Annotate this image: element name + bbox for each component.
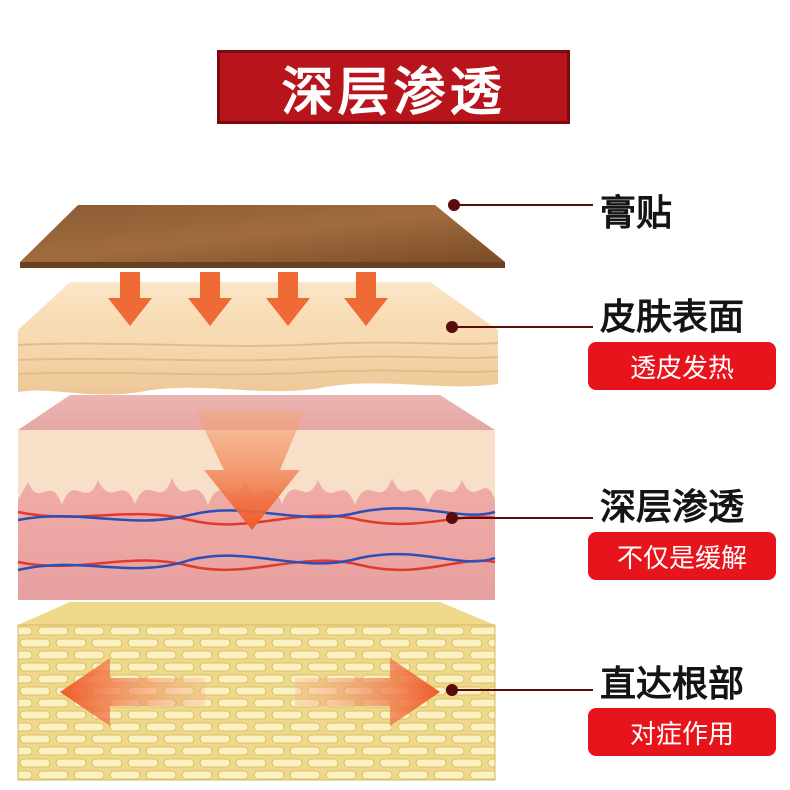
page-title: 深层渗透 — [281, 62, 506, 123]
title-banner: 深层渗透 — [217, 50, 570, 124]
layer-label-deep-penetration: 深层渗透 — [600, 487, 745, 528]
layer-tag-deep-penetration: 不仅是缓解 — [588, 532, 776, 580]
fat-layer — [17, 602, 496, 781]
down-arrow-icon — [188, 272, 232, 326]
down-arrow-icon — [108, 272, 152, 326]
plaster-layer — [20, 205, 505, 268]
layer-tag-root: 对症作用 — [588, 708, 776, 756]
big-down-arrow-icon — [195, 410, 305, 530]
right-arrow-icon — [295, 658, 440, 726]
dermis-layer — [17, 395, 496, 600]
leader-line — [446, 684, 593, 696]
leader-line — [446, 512, 593, 524]
left-arrow-icon — [60, 658, 205, 726]
layer-tag-skin-surface: 透皮发热 — [588, 342, 776, 390]
down-arrow-icon — [266, 272, 310, 326]
leader-line — [446, 321, 593, 333]
leader-line — [448, 199, 593, 211]
skin-surface-layer — [17, 272, 499, 395]
layer-label-plaster: 膏贴 — [600, 193, 673, 234]
down-arrow-icon — [344, 272, 388, 326]
layer-label-root: 直达根部 — [600, 664, 745, 705]
layer-label-skin-surface: 皮肤表面 — [600, 297, 745, 338]
